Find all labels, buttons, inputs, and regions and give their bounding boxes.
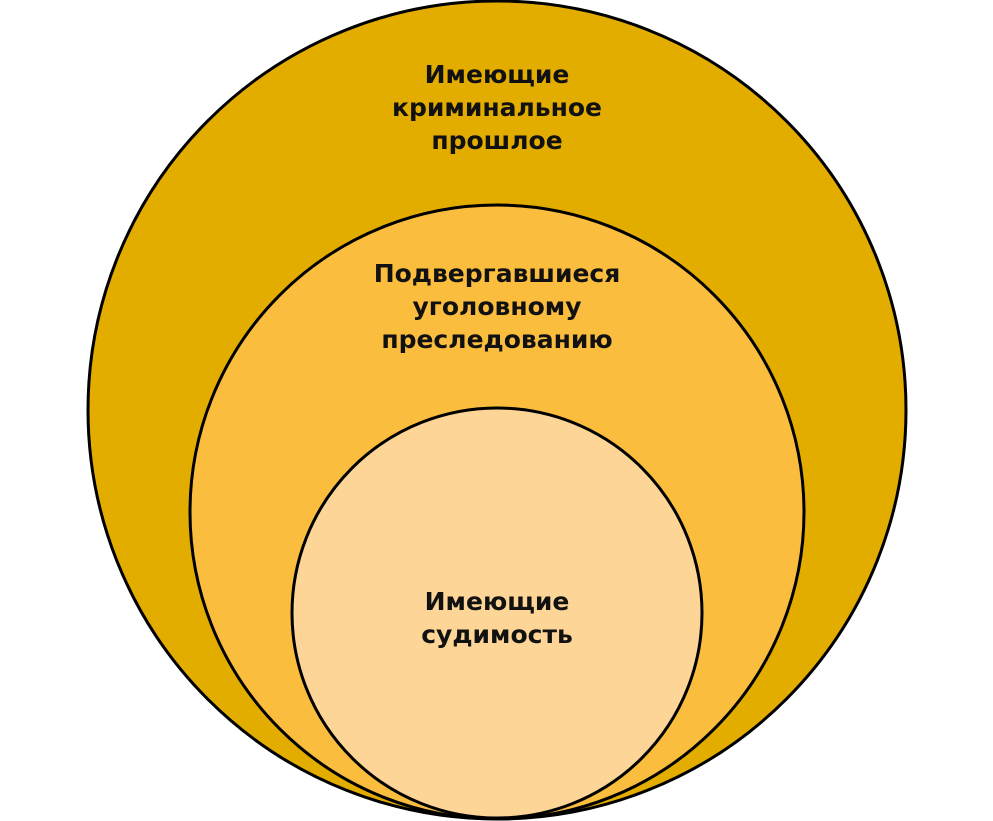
label-line: преследованию xyxy=(381,325,613,354)
label-line: прошлое xyxy=(431,126,563,155)
label-line: судимость xyxy=(421,620,573,649)
label-line: криминальное xyxy=(392,93,602,122)
inner-circle-label: Имеющие судимость xyxy=(297,585,697,651)
inner-circle xyxy=(290,406,704,820)
label-line: Имеющие xyxy=(424,587,570,616)
outer-circle-label: Имеющие криминальное прошлое xyxy=(297,58,697,157)
label-line: Имеющие xyxy=(424,60,570,89)
label-line: Подвергавшиеся xyxy=(373,259,621,288)
label-line: уголовному xyxy=(412,292,582,321)
middle-circle-label: Подвергавшиеся уголовному преследованию xyxy=(297,257,697,356)
